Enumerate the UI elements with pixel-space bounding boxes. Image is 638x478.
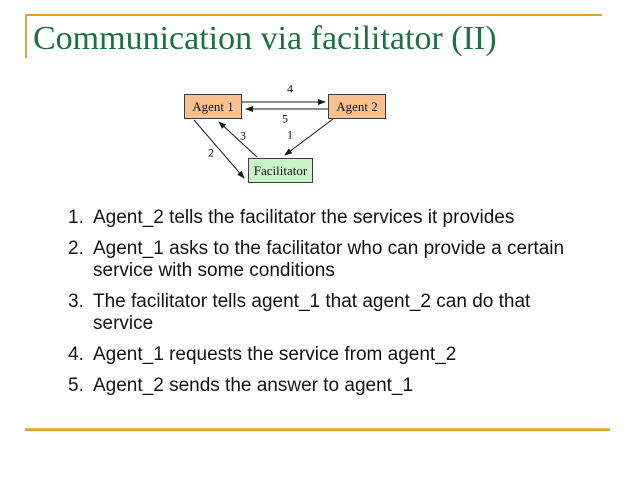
step-number: 3. xyxy=(68,291,84,312)
node-agent-2: Agent 2 xyxy=(328,94,386,119)
node-facilitator-label: Facilitator xyxy=(253,162,308,178)
step-text: The facilitator tells agent_1 that agent… xyxy=(93,291,531,334)
step-text: Agent_1 requests the service from agent_… xyxy=(93,344,457,365)
node-agent-1-label: Agent 1 xyxy=(192,98,234,114)
step-text: Agent_2 sends the answer to agent_1 xyxy=(93,375,414,396)
arrow-label-1: 1 xyxy=(287,127,293,142)
arrow-label-4: 4 xyxy=(287,81,293,96)
node-facilitator: Facilitator xyxy=(248,158,313,183)
steps-list: 1. Agent_2 tells the facilitator the ser… xyxy=(68,207,578,406)
node-agent-1: Agent 1 xyxy=(184,94,242,119)
step-item-5: 5. Agent_2 sends the answer to agent_1 xyxy=(68,375,578,397)
arrow-label-2: 2 xyxy=(208,145,214,160)
step-item-3: 3. The facilitator tells agent_1 that ag… xyxy=(68,291,578,335)
step-number: 5. xyxy=(68,375,84,396)
step-item-1: 1. Agent_2 tells the facilitator the ser… xyxy=(68,207,578,229)
step-number: 2. xyxy=(68,238,84,259)
node-agent-2-label: Agent 2 xyxy=(336,98,378,114)
step-item-2: 2. Agent_1 asks to the facilitator who c… xyxy=(68,238,578,282)
slide-title: Communication via facilitator (II) xyxy=(33,20,497,57)
arrow-label-3: 3 xyxy=(240,128,246,143)
left-accent-line xyxy=(25,14,27,58)
top-accent-line xyxy=(25,14,602,16)
step-number: 1. xyxy=(68,207,84,228)
bottom-accent-line xyxy=(25,428,610,431)
step-text: Agent_1 asks to the facilitator who can … xyxy=(93,238,565,281)
arrow-label-5: 5 xyxy=(282,111,288,126)
step-number: 4. xyxy=(68,344,84,365)
step-item-4: 4. Agent_1 requests the service from age… xyxy=(68,344,578,366)
step-text: Agent_2 tells the facilitator the servic… xyxy=(93,207,515,228)
